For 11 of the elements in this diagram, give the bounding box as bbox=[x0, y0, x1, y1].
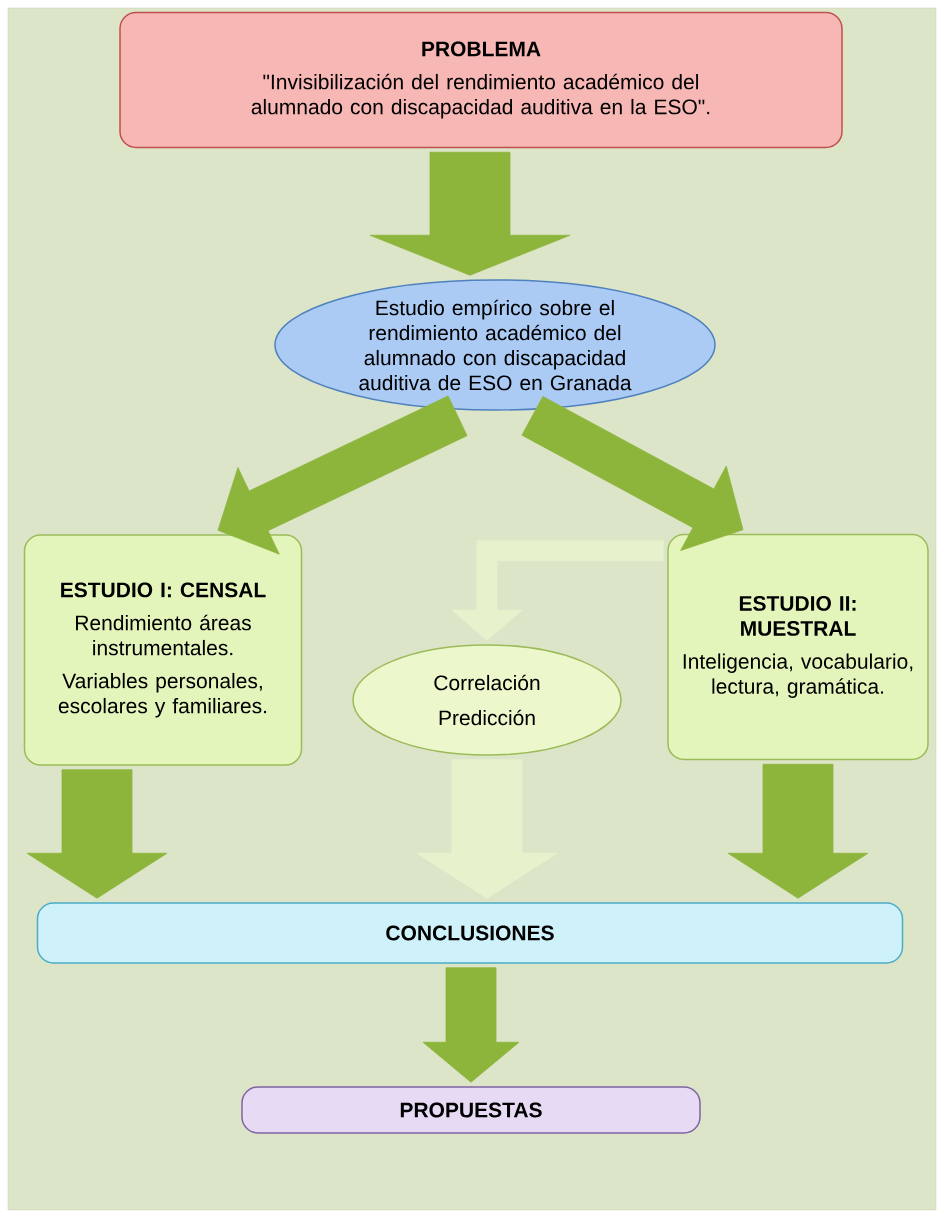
process-box: CONCLUSIONES bbox=[36, 902, 904, 964]
block-arrow bbox=[26, 769, 168, 899]
process-box: ESTUDIO II: MUESTRAL Inteligencia, vocabulario, lectura, gramática. bbox=[667, 533, 929, 761]
process-box: ESTUDIO I: CENSAL Rendimiento áreas instrumentales. Variables personales, escolares y familiares. bbox=[23, 534, 303, 766]
block-arrow bbox=[217, 395, 468, 555]
block-arrow bbox=[369, 151, 571, 276]
block-arrow bbox=[727, 763, 869, 899]
block-arrow bbox=[521, 396, 744, 551]
block-arrow bbox=[422, 967, 520, 1083]
process-box: PROPUESTAS bbox=[241, 1086, 701, 1134]
process-box: PROBLEMA "Invisibilización del rendimiento académico del alumnado con discapacidad auditiva en la ESO". bbox=[119, 11, 843, 149]
